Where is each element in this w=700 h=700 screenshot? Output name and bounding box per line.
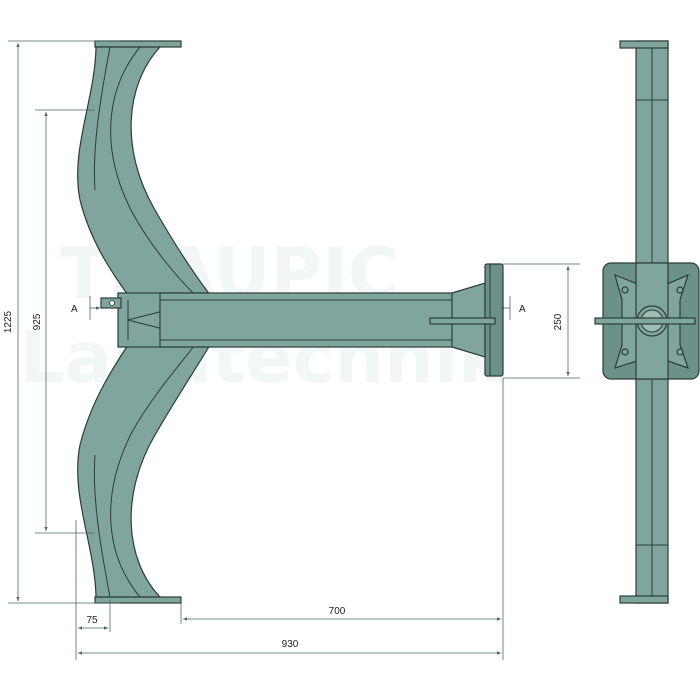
dim-label-925: 925 bbox=[32, 313, 43, 330]
bolt-icon bbox=[676, 348, 684, 356]
lower-arm-outer-edge bbox=[93, 454, 111, 598]
bolt-icon bbox=[621, 348, 629, 356]
dim-label-1225: 1225 bbox=[3, 310, 14, 333]
top-flange-plate bbox=[94, 40, 182, 48]
dimensions: 1225 925 A A 250 700 75 930 bbox=[3, 40, 580, 660]
bottom-flange-plate bbox=[94, 596, 182, 604]
bolt-icon bbox=[676, 286, 684, 294]
front-view bbox=[77, 40, 504, 604]
upper-arm-outer-edge bbox=[93, 46, 111, 191]
lower-arm-inner-edge bbox=[110, 344, 196, 598]
side-top-cap bbox=[619, 40, 669, 49]
bolt-icon bbox=[621, 286, 629, 294]
dim-label-75: 75 bbox=[86, 615, 98, 626]
side-bottom-cap bbox=[619, 595, 669, 604]
dim-label-700: 700 bbox=[329, 606, 346, 617]
flange-pin bbox=[429, 317, 496, 325]
side-pin bbox=[594, 317, 696, 325]
section-a-right-label: A bbox=[519, 304, 526, 315]
bracket-hole bbox=[109, 300, 115, 306]
main-tube bbox=[159, 292, 456, 348]
side-view bbox=[594, 40, 700, 604]
upper-arm-inner-edge bbox=[110, 46, 196, 296]
dim-label-930: 930 bbox=[282, 639, 299, 650]
dim-label-250: 250 bbox=[553, 313, 564, 330]
section-a-left-label: A bbox=[71, 304, 78, 315]
